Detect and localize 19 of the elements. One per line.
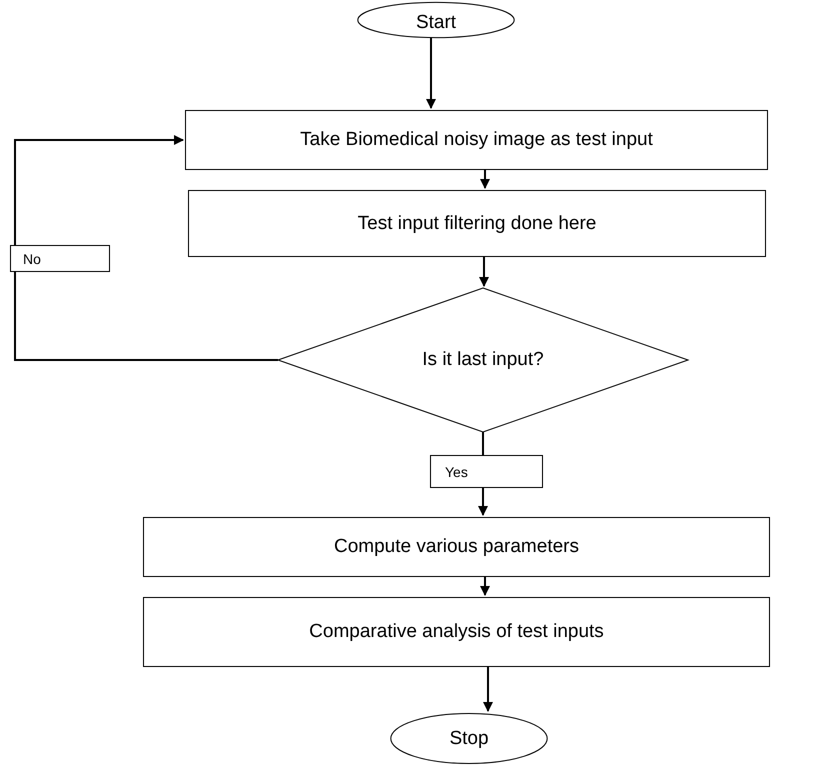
process-box bbox=[185, 110, 768, 170]
node-text: Comparative analysis of test inputs bbox=[309, 621, 604, 643]
arrow bbox=[14, 135, 278, 361]
node-text: Is it last input? bbox=[422, 349, 544, 371]
arrow bbox=[479, 257, 489, 287]
edge-label: No bbox=[10, 245, 110, 272]
node-text: Start bbox=[416, 12, 456, 34]
arrow bbox=[480, 577, 490, 596]
node-text: Stop bbox=[449, 728, 489, 750]
node-text: Test input filtering done here bbox=[358, 212, 596, 234]
node-text: Compute various parameters bbox=[334, 536, 579, 558]
process-box bbox=[143, 597, 770, 667]
edge-label: Yes bbox=[430, 455, 543, 488]
arrow bbox=[426, 38, 436, 109]
arrow bbox=[483, 667, 493, 712]
process-box bbox=[188, 190, 766, 257]
arrow bbox=[480, 170, 490, 189]
node-text: Take Biomedical noisy image as test input bbox=[300, 129, 653, 151]
process-box bbox=[143, 517, 770, 577]
